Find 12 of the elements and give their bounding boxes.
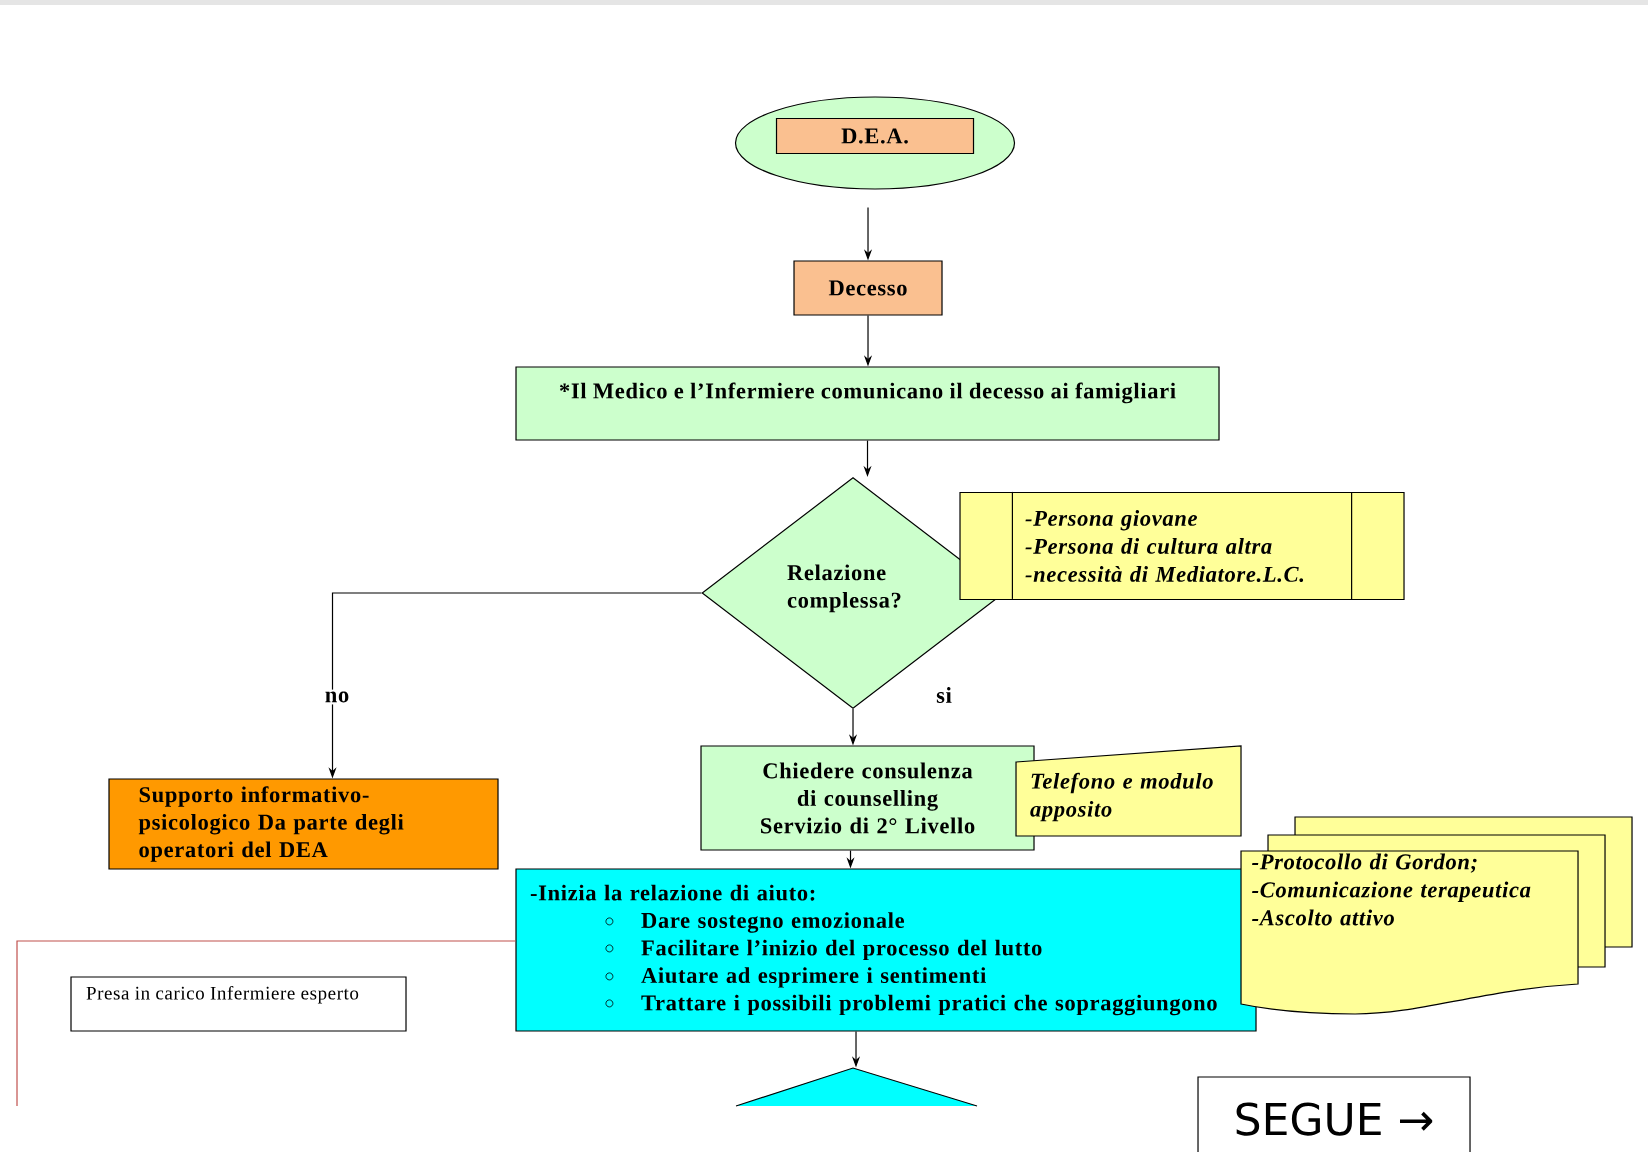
process-box: Presa in carico Infermiere esperto xyxy=(70,976,407,1032)
process-box: Decesso xyxy=(793,260,943,316)
continue-box: SEGUE → xyxy=(1197,1076,1471,1152)
note-box: Telefono e modulo apposito xyxy=(1015,745,1242,837)
edge-label: si xyxy=(934,685,954,705)
note-box: -Persona giovane -Persona di cultura altra -necessità di Mediatore.L.C. xyxy=(959,491,1405,601)
process-box: *Il Medico e l’Infermiere comunicano il decesso ai famigliari xyxy=(515,366,1220,441)
document-stack: -Protocollo di Gordon; -Comunicazione terapeutica -Ascolto attivo xyxy=(1240,816,1633,1015)
decision-diamond xyxy=(735,1067,978,1107)
label-box: D.E.A. xyxy=(775,117,975,155)
process-box: Supporto informativo-psicologico Da parte degli operatori del DEA xyxy=(108,778,499,870)
edge-label: no xyxy=(322,689,352,705)
